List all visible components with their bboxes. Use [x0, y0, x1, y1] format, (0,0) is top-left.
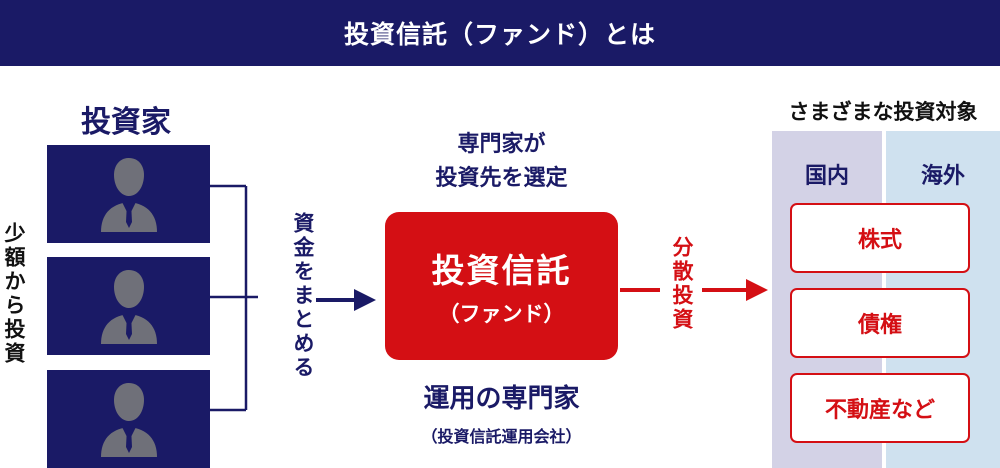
target-bonds: 債権	[790, 288, 970, 358]
page-title: 投資信託（ファンド）とは	[343, 20, 656, 49]
person-silhouette-icon	[100, 270, 157, 344]
fund-title: 投資信託	[431, 251, 572, 290]
expert-selection-text: 専門家が 投資先を選定	[385, 128, 618, 196]
arrow-right-icon	[316, 289, 376, 311]
targets-title: さまざまな投資対象	[788, 100, 978, 124]
investor-panel	[47, 257, 210, 355]
domestic-label: 国内	[804, 164, 849, 189]
arrow-right-icon	[620, 279, 768, 301]
target-stocks: 株式	[790, 203, 970, 273]
investor-panel	[47, 145, 210, 243]
page-title-banner: 投資信託（ファンド）とは	[0, 0, 1000, 66]
diversify-label: 分散投資	[670, 236, 694, 332]
pool-funds-label: 資金をまとめる	[291, 212, 315, 380]
investors-title: 投資家	[81, 105, 171, 140]
investor-bracket	[210, 184, 258, 412]
overseas-label: 海外	[920, 164, 965, 189]
fund-box: 投資信託 （ファンド）	[385, 212, 618, 360]
target-real-estate: 不動産など	[790, 373, 970, 443]
manager-title: 運用の専門家	[423, 384, 580, 414]
person-silhouette-icon	[100, 383, 157, 457]
person-silhouette-icon	[100, 158, 157, 232]
expert-selection-line2: 投資先を選定	[435, 166, 568, 191]
investor-panel	[47, 370, 210, 468]
small-investment-label: 少額から投資	[2, 222, 26, 366]
manager-subtitle: （投資信託運用会社）	[421, 427, 582, 446]
fund-subtitle: （ファンド）	[438, 302, 565, 326]
expert-selection-line1: 専門家が	[457, 132, 546, 157]
